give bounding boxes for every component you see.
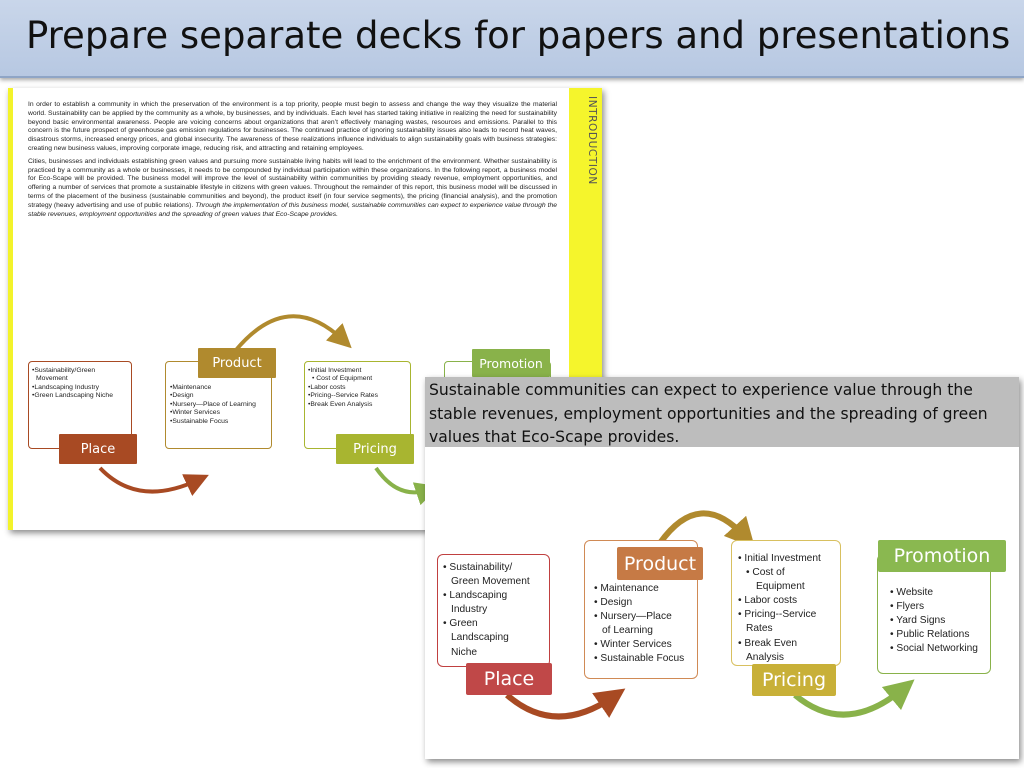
list-item: • Nursery—Place xyxy=(594,611,672,623)
list-item: • Sustainable Focus xyxy=(594,653,685,665)
paper-promotion-label: Promotion xyxy=(472,349,550,377)
list-item: • Cost of xyxy=(746,567,785,579)
paper-product-list: •Maintenance •Design •Nursery—Place of L… xyxy=(170,384,270,426)
slide-header-text: Sustainable communities can expect to ex… xyxy=(429,381,988,446)
paper-product-label: Product xyxy=(198,348,276,378)
paper-left-rule xyxy=(8,88,13,530)
slide-pricing-box xyxy=(731,540,841,666)
slide-promotion-label: Promotion xyxy=(878,540,1006,572)
paper-arrow-pricing-to-promotion xyxy=(374,466,440,506)
slide-arrow-product-to-pricing xyxy=(657,510,756,549)
paper-side-tab-label: INTRODUCTION xyxy=(586,96,598,185)
slide-promotion-list: • Website • Flyers • Yard Signs • Public… xyxy=(890,587,1000,657)
slide-pricing-label: Pricing xyxy=(752,664,836,696)
list-item: • Winter Services xyxy=(594,639,672,651)
slide-place-list: • Sustainability/ Green Movement • Lands… xyxy=(443,562,549,661)
list-item: Niche xyxy=(451,646,478,658)
list-item: • Public Relations xyxy=(890,629,970,641)
list-item: •Nursery—Place of Learning xyxy=(170,400,256,408)
slide-arrow-place-to-product xyxy=(505,688,626,720)
list-item: Equipment xyxy=(756,581,805,593)
paper-place-label: Place xyxy=(59,434,137,464)
paper-paragraph-2-italic: Through the implementation of this busin… xyxy=(28,201,557,218)
slide-title-bar: Prepare separate decks for papers and pr… xyxy=(0,0,1024,78)
presentation-slide: Sustainable communities can expect to ex… xyxy=(425,377,1019,759)
list-item: Landscaping xyxy=(451,632,509,644)
list-item: •Maintenance xyxy=(170,384,212,391)
list-item: •Labor costs xyxy=(308,383,346,391)
slide-arrow-pricing-to-promotion xyxy=(793,679,915,718)
list-item: Green Movement xyxy=(451,576,530,588)
list-item: • Flyers xyxy=(890,601,925,613)
list-item: •Landscaping Industry xyxy=(32,383,99,391)
paper-pricing-list: •Initial Investment • Cost of Equipment … xyxy=(308,367,410,409)
list-item: •Sustainability/Green xyxy=(32,367,96,374)
list-item: • Green xyxy=(443,618,478,630)
paper-paragraph-2-text: Cities, businesses and individuals estab… xyxy=(28,157,557,209)
list-item: of Learning xyxy=(602,625,653,637)
slide-header: Sustainable communities can expect to ex… xyxy=(425,377,1019,447)
list-item: •Sustainable Focus xyxy=(170,417,229,425)
list-item: • Sustainability/ xyxy=(443,562,513,573)
list-item: •Design xyxy=(170,392,194,400)
list-item: • Website xyxy=(890,587,934,598)
slide-product-list: • Maintenance • Design • Nursery—Place o… xyxy=(594,583,698,668)
list-item: • Initial Investment xyxy=(738,553,821,564)
list-item: • Yard Signs xyxy=(890,615,946,627)
paper-arrow-place-to-product xyxy=(98,466,209,496)
paper-body-text: In order to establish a community in whi… xyxy=(28,101,557,223)
list-item: • Maintenance xyxy=(594,583,659,594)
list-item: •Break Even Analysis xyxy=(308,400,373,408)
slide-product-label: Product xyxy=(617,547,703,580)
list-item: • Social Networking xyxy=(890,643,978,655)
list-item: •Green Landscaping Niche xyxy=(32,392,113,400)
list-item: Analysis xyxy=(746,651,784,663)
slide-pricing-list: • Initial Investment • Cost of Equipment… xyxy=(738,553,842,666)
paper-paragraph-1: In order to establish a community in whi… xyxy=(28,101,557,152)
slide-place-label: Place xyxy=(466,663,552,695)
paper-pricing-label: Pricing xyxy=(336,434,414,464)
list-item: • Pricing--Service xyxy=(738,609,817,621)
list-item: •Initial Investment xyxy=(308,367,362,374)
paper-arrow-product-to-pricing xyxy=(234,314,352,352)
list-item: Rates xyxy=(746,623,773,635)
slide-title: Prepare separate decks for papers and pr… xyxy=(26,14,1011,57)
list-item: •Pricing--Service Rates xyxy=(308,392,378,400)
list-item: • Cost of Equipment xyxy=(312,375,373,383)
paper-paragraph-2: Cities, businesses and individuals estab… xyxy=(28,158,557,220)
list-item: • Labor costs xyxy=(738,595,798,607)
paper-diagram-arrows xyxy=(98,314,440,506)
list-item: • Landscaping xyxy=(443,590,508,602)
list-item: Movement xyxy=(36,375,68,383)
paper-place-list: •Sustainability/Green Movement •Landscap… xyxy=(32,367,132,401)
list-item: Industry xyxy=(451,604,488,616)
list-item: •Winter Services xyxy=(170,409,220,417)
list-item: • Break Even xyxy=(738,637,798,649)
list-item: • Design xyxy=(594,597,633,609)
slide-diagram-arrows xyxy=(505,510,915,720)
